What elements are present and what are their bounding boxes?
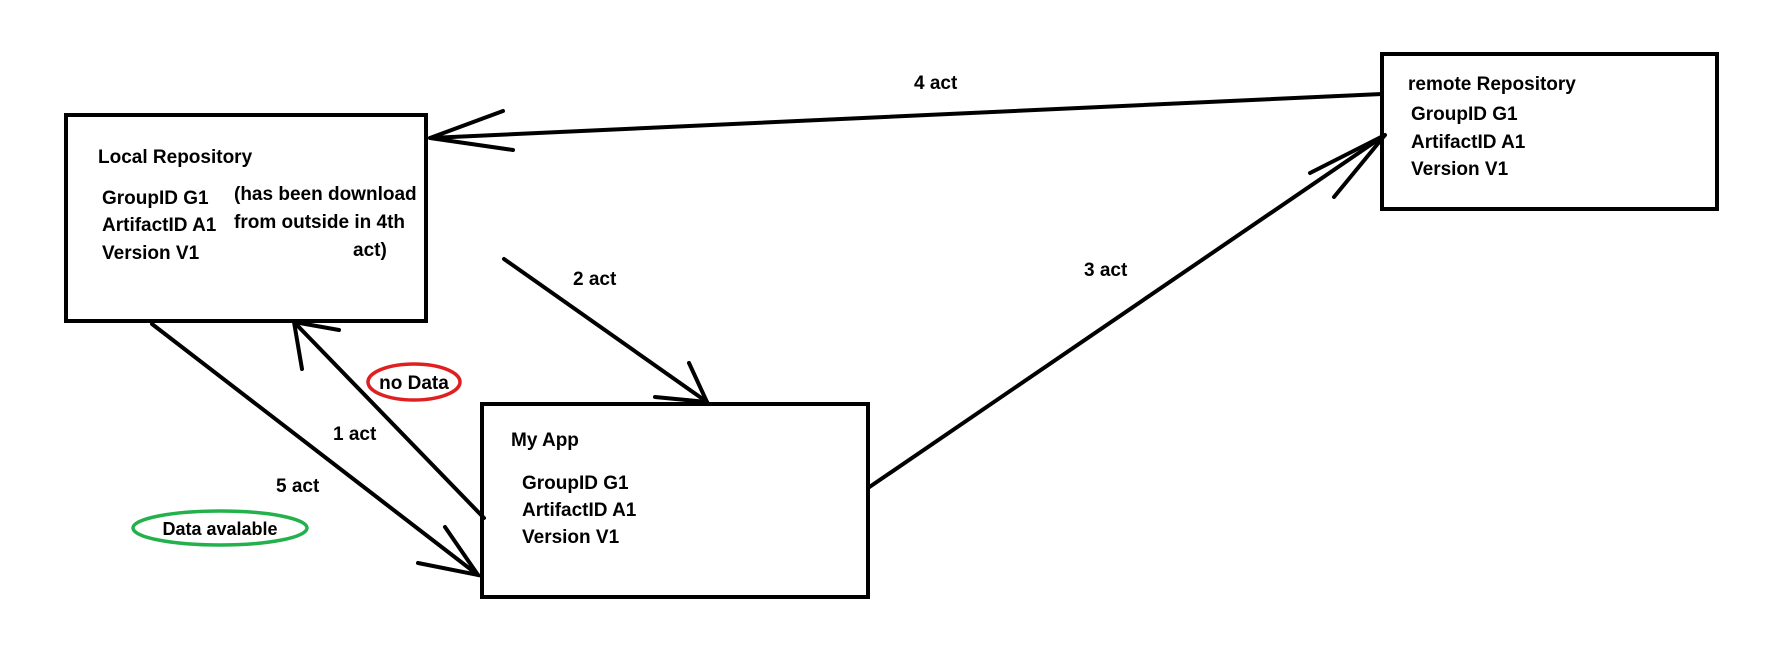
act-3-label: 3 act bbox=[1084, 260, 1128, 281]
local-repository-artifact: ArtifactID A1 bbox=[102, 215, 217, 236]
local-repository-note-line1: (has been download bbox=[234, 184, 417, 205]
arrow-act-5 bbox=[150, 322, 483, 578]
local-repository-box bbox=[64, 113, 428, 323]
no-data-badge: no Data bbox=[366, 362, 462, 402]
data-available-ellipse bbox=[131, 509, 309, 547]
arrow-act-1 bbox=[291, 319, 486, 520]
local-repository-note-line2: from outside in 4th bbox=[234, 212, 405, 233]
my-app-title: My App bbox=[511, 430, 579, 451]
arrow-act-4 bbox=[428, 92, 1384, 152]
data-available-label: Data avalable bbox=[162, 519, 277, 539]
remote-repository-group: GroupID G1 bbox=[1411, 104, 1518, 125]
no-data-ellipse bbox=[366, 362, 462, 402]
remote-repository-version: Version V1 bbox=[1411, 159, 1509, 180]
local-repository-title: Local Repository bbox=[98, 147, 253, 168]
act-1-label: 1 act bbox=[333, 424, 377, 445]
remote-repository-title: remote Repository bbox=[1408, 74, 1576, 95]
local-repository-node: Local Repository GroupID G1 ArtifactID A… bbox=[64, 113, 428, 323]
data-available-badge: Data avalable bbox=[131, 509, 309, 547]
local-repository-note-line3: act) bbox=[353, 240, 387, 261]
no-data-label: no Data bbox=[379, 373, 449, 394]
local-repository-version: Version V1 bbox=[102, 243, 200, 264]
my-app-artifact: ArtifactID A1 bbox=[522, 500, 637, 521]
arrow-act-2 bbox=[502, 257, 711, 405]
local-repository-group: GroupID G1 bbox=[102, 188, 209, 209]
act-2-label: 2 act bbox=[573, 269, 617, 290]
remote-repository-artifact: ArtifactID A1 bbox=[1411, 132, 1526, 153]
my-app-group: GroupID G1 bbox=[522, 473, 629, 494]
remote-repository-node: remote Repository GroupID G1 ArtifactID … bbox=[1380, 52, 1719, 211]
my-app-node: My App GroupID G1 ArtifactID A1 Version … bbox=[480, 402, 870, 599]
arrow-act-3 bbox=[866, 133, 1387, 490]
my-app-version: Version V1 bbox=[522, 527, 620, 548]
act-5-label: 5 act bbox=[276, 476, 320, 497]
my-app-box bbox=[480, 402, 870, 599]
act-4-label: 4 act bbox=[914, 73, 958, 94]
remote-repository-box bbox=[1380, 52, 1719, 211]
